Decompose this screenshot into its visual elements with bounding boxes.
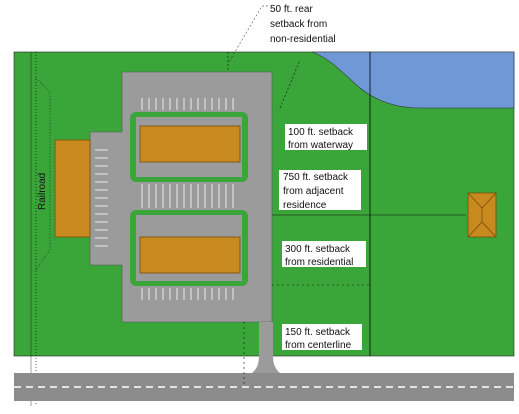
adjacent-label-1: 750 ft. setback: [283, 172, 349, 183]
railroad-siding: [35, 77, 51, 271]
adjacent-label-2: from adjacent: [283, 186, 344, 197]
waterway-setback-line: [279, 59, 301, 109]
waterway-label-bg: [285, 124, 367, 150]
residential-label-bg: [282, 241, 366, 267]
driveway-flare: [252, 355, 280, 373]
parking-stalls: [95, 98, 234, 300]
building-west: [54, 139, 91, 238]
centerline-label-1: 150 ft. setback: [285, 327, 351, 338]
rear-setback-leader: [228, 5, 268, 63]
building-north: [139, 125, 241, 163]
road: [14, 373, 514, 401]
adjacent-residence: [467, 192, 497, 238]
railroad-label: Railroad: [37, 173, 48, 210]
centerline-label-bg: [282, 324, 362, 350]
waterway-label-2: from waterway: [288, 140, 353, 151]
building-south: [139, 236, 241, 274]
rear-setback-label-2: setback from: [270, 19, 327, 30]
residential-label-2: from residential: [285, 257, 353, 268]
adjacent-label-bg: [279, 170, 361, 210]
rear-setback-label-bg: [266, 0, 366, 50]
waterway-label-1: 100 ft. setback: [288, 127, 354, 138]
adjacent-label-3: residence: [283, 200, 327, 211]
residential-label-1: 300 ft. setback: [285, 244, 351, 255]
railroad-track: [30, 52, 37, 406]
waterway: [311, 51, 515, 109]
rear-setback-label-1: 50 ft. rear: [270, 4, 313, 15]
rear-setback-label-3: non-residential: [270, 34, 336, 45]
centerline-label-2: from centerline: [285, 340, 352, 351]
